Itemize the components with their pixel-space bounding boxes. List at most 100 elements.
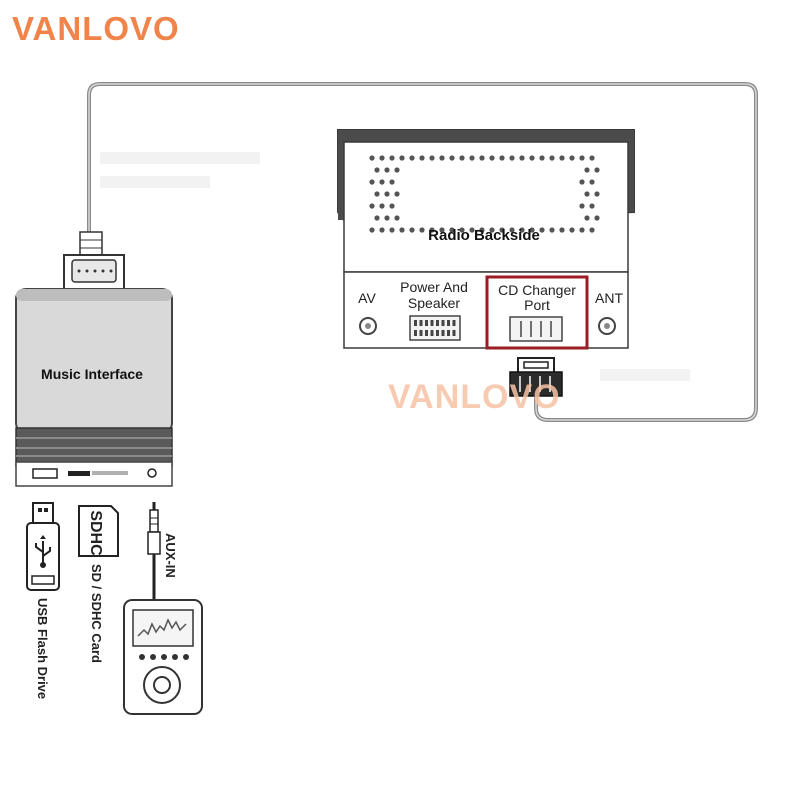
vent-hole [449,227,455,233]
vent-hole [579,227,585,233]
vent-hole [394,215,400,221]
db-connector [63,231,125,290]
vent-hole [399,155,405,161]
vent-hole [439,155,445,161]
vent-hole [384,167,390,173]
vent-hole [459,155,465,161]
vent-hole [419,227,425,233]
vent-hole [589,179,595,185]
vent-hole [384,215,390,221]
vent-hole [439,227,445,233]
power-pin [441,330,445,336]
vent-hole [489,155,495,161]
vent-hole [369,155,375,161]
vent-hole [469,227,475,233]
vent-hole [409,155,415,161]
vent-hole [569,227,575,233]
background-strokes [100,152,690,381]
power-pin [436,320,439,326]
mp3-player [123,599,203,715]
usb-label: USB Flash Drive [35,598,50,699]
vent-hole [399,227,405,233]
aux-slot [147,468,157,478]
vent-hole [539,227,545,233]
power-port-pins [414,320,456,336]
aux-label: AUX-IN [163,533,178,578]
usb-slot [32,468,58,479]
vent-hole [429,155,435,161]
vent-hole [559,155,565,161]
power-pin [447,330,450,336]
vent-hole [489,227,495,233]
brand-logo: VANLOVO [12,10,180,47]
vent-hole [559,227,565,233]
cd-port-pins [520,321,552,337]
vent-hole [584,191,590,197]
vent-hole [569,155,575,161]
vent-hole [589,203,595,209]
vent-hole [469,155,475,161]
sd-card: SDHC [78,505,119,557]
power-pin [425,320,428,326]
vent-hole [369,203,375,209]
power-pin [430,330,434,336]
vent-hole [549,227,555,233]
power-pin [425,330,428,336]
av-port-label: AV [358,290,376,306]
power-pin [430,320,434,326]
radio-title: Radio Backside [428,227,540,244]
vent-hole [589,155,595,161]
vent-hole [519,227,525,233]
cd-connector-plug [509,357,563,397]
vent-hole [539,155,545,161]
cd-changer-port [509,316,563,342]
vent-hole [499,155,505,161]
vent-hole [589,227,595,233]
vent-hole [529,155,535,161]
vent-hole [389,227,395,233]
vent-hole [389,179,395,185]
vent-hole [579,179,585,185]
player-waveform [137,618,187,637]
vent-hole [584,215,590,221]
watermark: VANLOVO [388,378,561,416]
vent-hole [389,155,395,161]
vent-hole [479,155,485,161]
vent-hole [419,155,425,161]
vent-hole [379,227,385,233]
sd-slot [68,471,90,476]
vent-holes [369,155,600,233]
vent-hole [459,227,465,233]
vent-hole [389,203,395,209]
power-port-label-2: Speaker [408,295,460,311]
vent-hole [579,203,585,209]
cd-port-label-2: Port [524,297,550,313]
power-pin [419,320,423,326]
power-pin [452,320,456,326]
power-pin [452,330,456,336]
power-pin [441,320,445,326]
vent-hole [369,227,375,233]
vent-hole [479,227,485,233]
aux-cable [147,502,161,600]
cd-changer-highlight [485,275,589,350]
power-port [409,315,461,341]
interface-body [15,288,173,434]
sd-label: SD / SDHC Card [89,564,104,663]
vent-hole [594,191,600,197]
sdhc-logo: SDHC [87,510,104,556]
power-pin [414,320,417,326]
radio-backside: Radio Backside AV Power And Speaker CD C… [337,129,635,350]
vent-hole [374,167,380,173]
vent-hole [384,191,390,197]
cd-port-label-1: CD Changer [498,282,576,298]
vent-hole [519,155,525,161]
vent-hole [549,155,555,161]
vent-hole [509,155,515,161]
interface-label: Music Interface [41,366,143,382]
vent-hole [429,227,435,233]
vent-hole [369,179,375,185]
vent-hole [594,215,600,221]
vent-hole [374,191,380,197]
vent-hole [594,167,600,173]
